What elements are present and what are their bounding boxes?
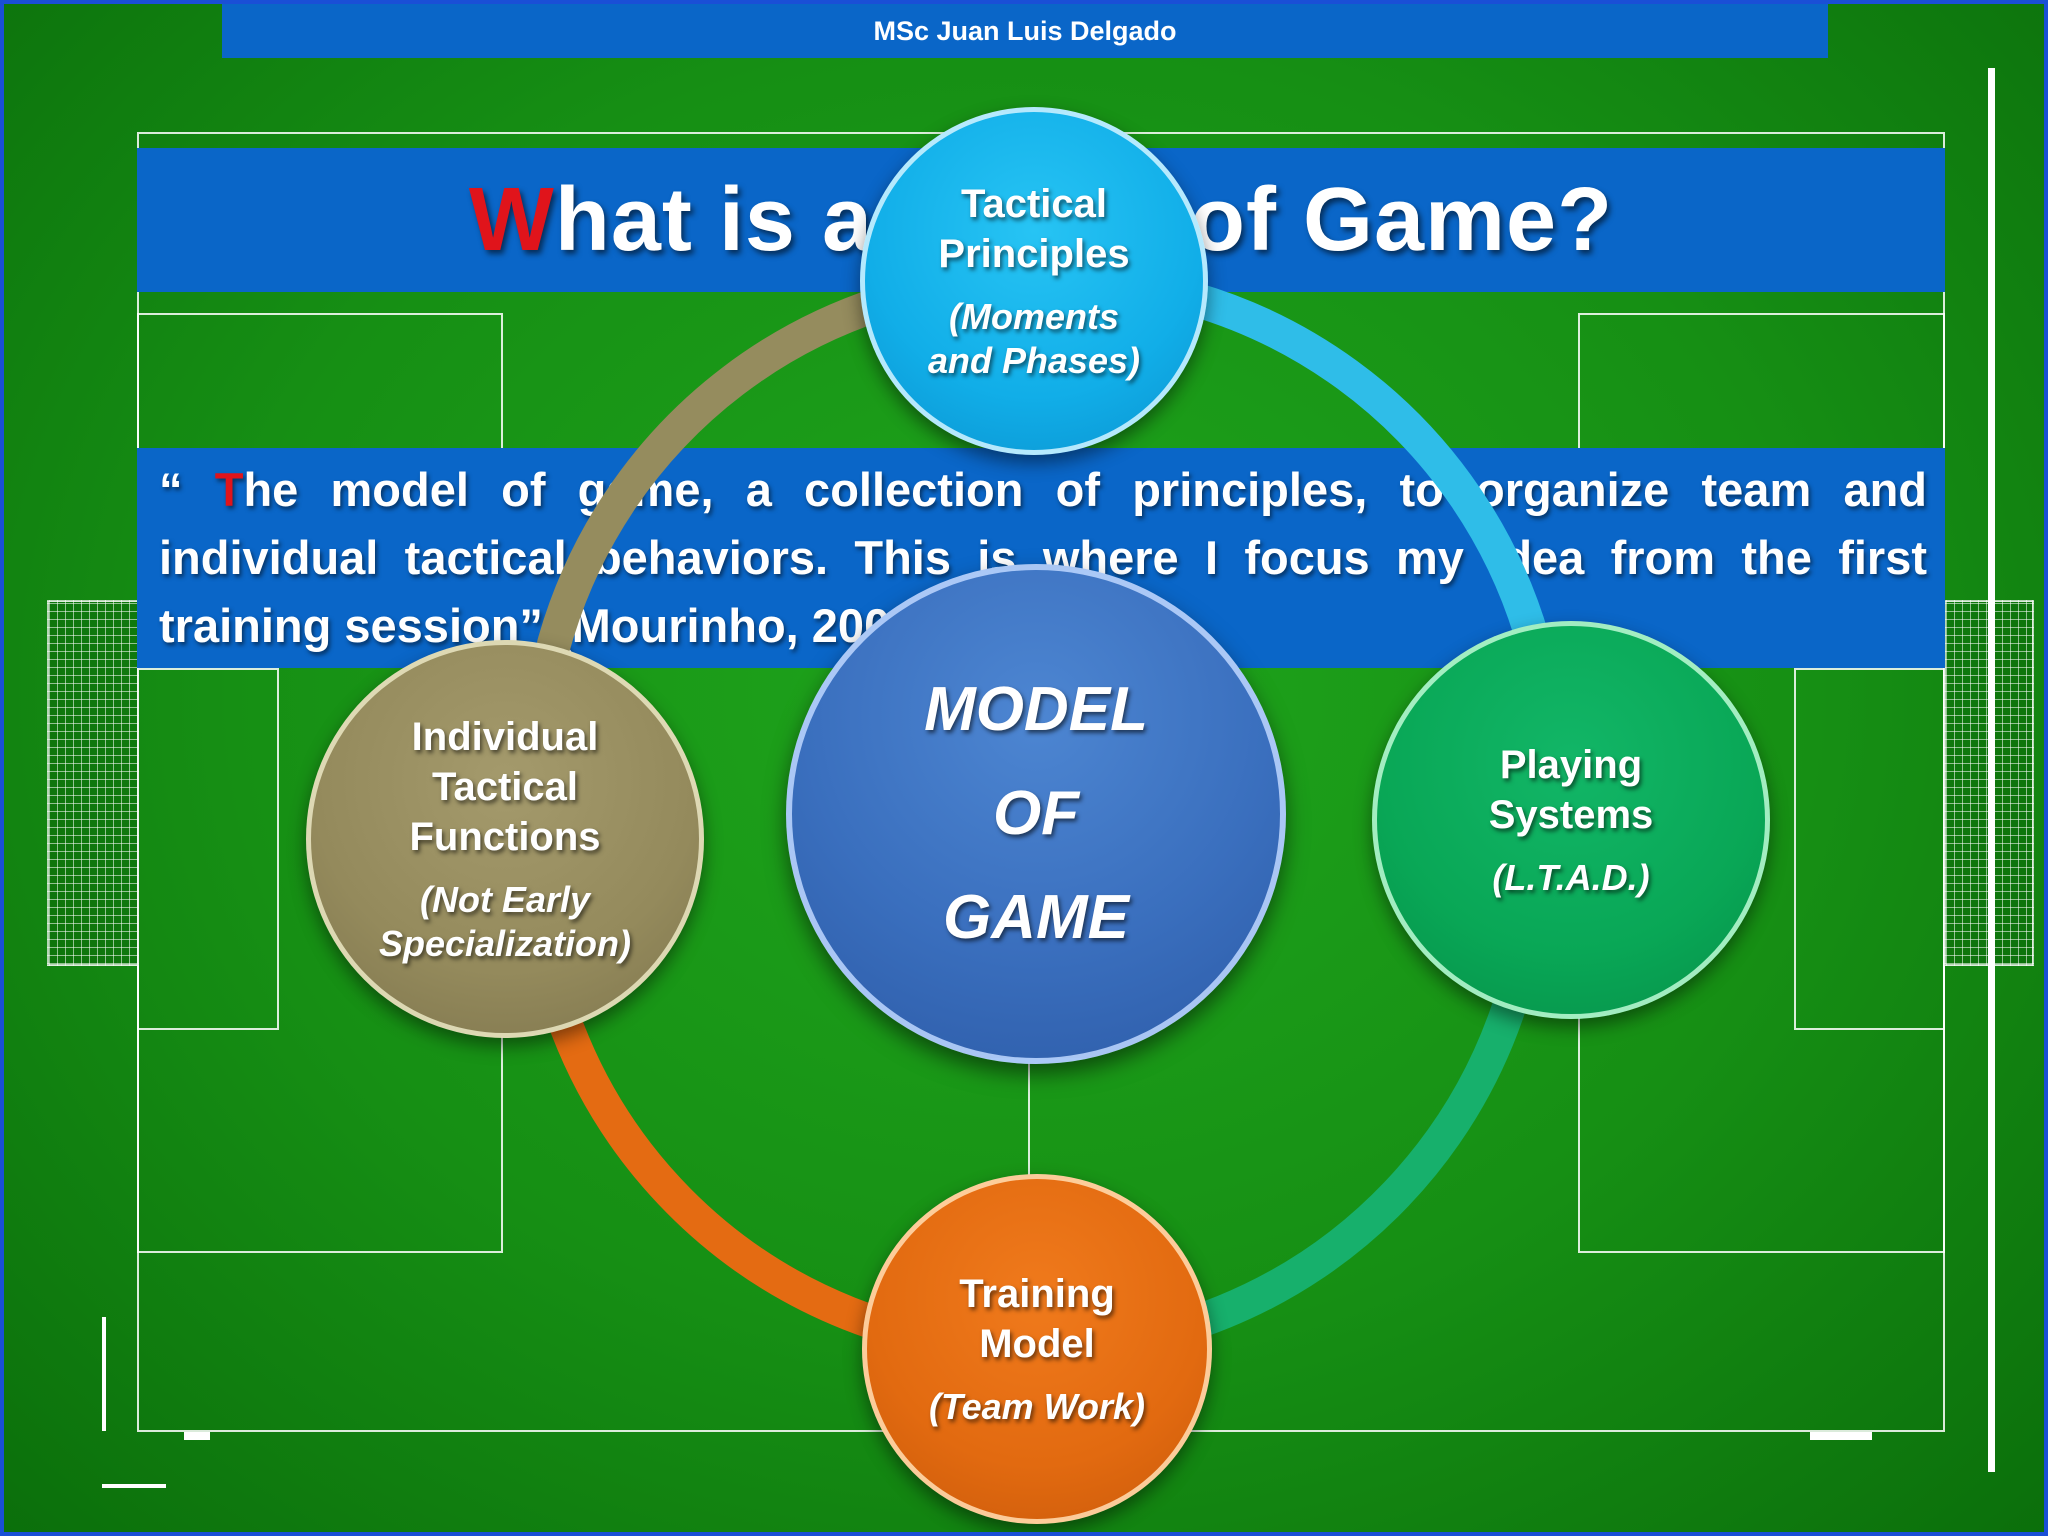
node-label: Tactical (961, 182, 1107, 226)
node-sublabel: Specialization) (378, 923, 632, 964)
center-label: GAME (943, 883, 1129, 952)
center-label: MODEL (924, 675, 1148, 744)
quote-open-mark: “ (159, 463, 215, 516)
node-sublabel: (Not Early (419, 879, 591, 920)
node-label: Training (959, 1272, 1115, 1316)
node-label: Tactical (432, 765, 578, 809)
node-sublabel: (Moments (949, 296, 1119, 337)
node-label: Model (979, 1322, 1095, 1366)
node-label: Individual (411, 715, 599, 759)
slide: MSc Juan Luis Delgado What is a Model of… (4, 4, 2044, 1532)
goal-net-left (47, 600, 139, 966)
node-individual-tactical-functions: Individual Tactical Functions (Not Early… (306, 640, 704, 1038)
quote-accent-letter: T (214, 463, 244, 516)
node-training-model: Training Model (Team Work) (862, 1174, 1212, 1524)
center-label: OF (992, 779, 1080, 848)
node-playing-systems: Playing Systems (L.T.A.D.) (1372, 621, 1770, 1019)
decor-line-left (102, 1317, 106, 1431)
node-label: Playing (1499, 743, 1643, 787)
decor-line-right (1988, 68, 1995, 1472)
corner-mark-right (1810, 1432, 1872, 1440)
corner-mark-left (184, 1432, 210, 1440)
node-sublabel: (L.T.A.D.) (1492, 857, 1650, 898)
author-bar: MSc Juan Luis Delgado (222, 4, 1828, 58)
node-sublabel: (Team Work) (928, 1386, 1146, 1427)
node-model-of-game: MODEL OF GAME (786, 564, 1286, 1064)
node-sublabel: and Phases) (927, 340, 1141, 381)
node-label: Principles (938, 232, 1130, 276)
decor-line-bottom-left (102, 1484, 166, 1488)
node-label: Systems (1488, 793, 1654, 837)
node-tactical-principles: Tactical Principles (Moments and Phases) (860, 107, 1208, 455)
quote-text: he model of game, a collection of princi… (159, 463, 1927, 652)
title-accent-letter: W (468, 170, 555, 270)
node-label: Functions (409, 815, 601, 859)
